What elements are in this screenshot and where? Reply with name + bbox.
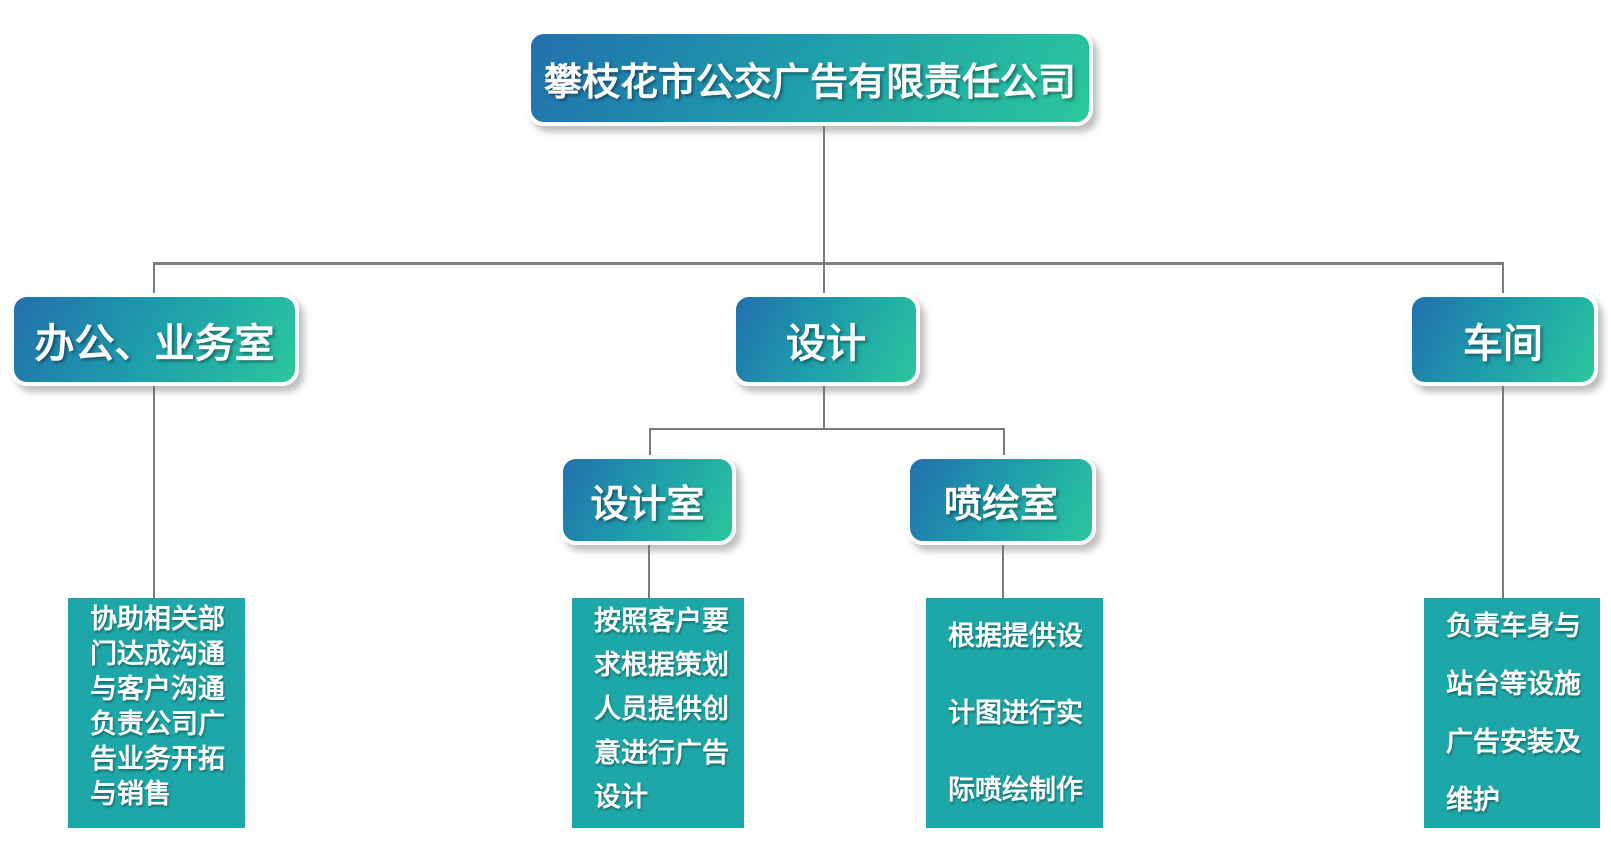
connector-main-horizontal: [153, 262, 1504, 265]
node-design-label: 设计: [786, 320, 866, 367]
connector-drop-design-room: [649, 428, 651, 456]
connector-drop-spray-room: [1003, 428, 1005, 456]
connector-workshop-to-description: [1502, 386, 1504, 598]
node-company: 攀枝花市公交广告有限责任公司: [527, 30, 1093, 126]
connector-design-to-sub: [823, 386, 825, 429]
connector-design-room-to-description: [648, 545, 650, 598]
connector-root-to-main: [823, 126, 825, 293]
node-workshop-label: 车间: [1463, 320, 1543, 367]
description-workshop-text: 负责车身与站台等设施广告安装及维护: [1446, 611, 1581, 816]
node-workshop: 车间: [1408, 293, 1598, 386]
description-spray-room-text: 根据提供设计图进行实际喷绘制作: [948, 621, 1083, 806]
node-design-room: 设计室: [559, 455, 736, 545]
description-office-business: 协助相关部门达成沟通与客户沟通负责公司广告业务开拓与销售: [68, 598, 245, 828]
description-spray-room: 根据提供设计图进行实际喷绘制作: [926, 598, 1103, 828]
description-design-room: 按照客户要求根据策划人员提供创意进行广告设计: [572, 598, 744, 828]
description-office-business-text: 协助相关部门达成沟通与客户沟通负责公司广告业务开拓与销售: [90, 604, 225, 810]
node-company-label: 攀枝花市公交广告有限责任公司: [543, 59, 1076, 104]
connector-design-horizontal: [649, 428, 1005, 430]
description-workshop: 负责车身与站台等设施广告安装及维护: [1424, 598, 1600, 828]
connector-spray-room-to-description: [1002, 545, 1004, 598]
connector-office-to-description: [153, 386, 155, 598]
description-design-room-text: 按照客户要求根据策划人员提供创意进行广告设计: [594, 606, 729, 813]
node-spray-room-label: 喷绘室: [943, 481, 1058, 526]
connector-drop-workshop: [1502, 262, 1504, 294]
node-design: 设计: [732, 293, 920, 386]
node-spray-room: 喷绘室: [906, 455, 1096, 545]
node-office-business: 办公、业务室: [10, 293, 299, 386]
node-office-business-label: 办公、业务室: [34, 320, 275, 367]
connector-drop-office: [153, 262, 155, 294]
node-design-room-label: 设计室: [590, 481, 705, 526]
